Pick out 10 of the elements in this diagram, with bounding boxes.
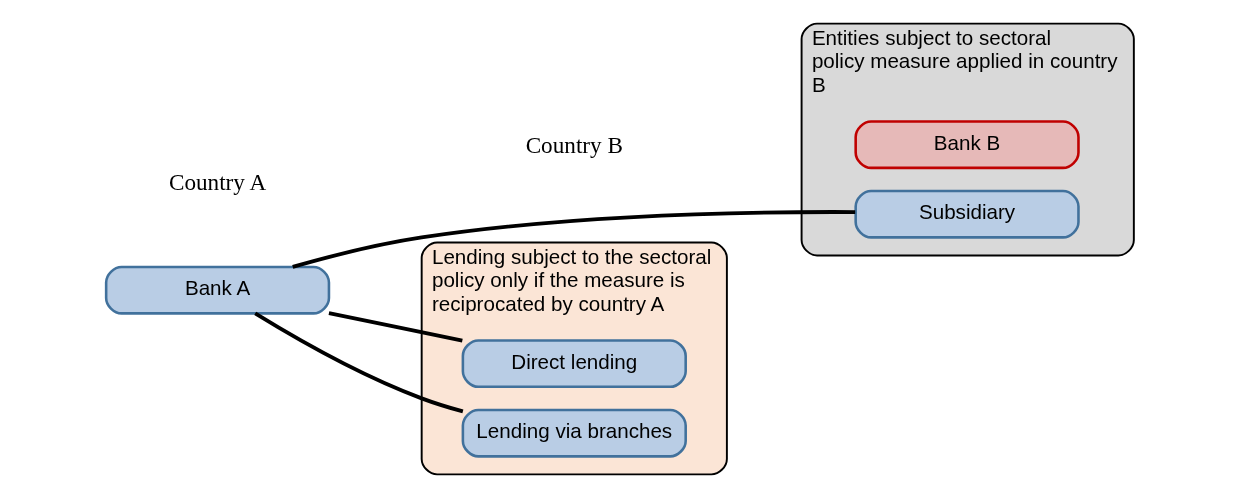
- connector: [328, 311, 463, 343]
- node-box: Lending via branches: [461, 408, 687, 458]
- connector: [254, 311, 464, 414]
- connector: [292, 210, 856, 269]
- node-box: Subsidiary: [854, 189, 1080, 239]
- node-box: Bank A: [104, 265, 331, 315]
- node-box: Direct lending: [461, 339, 687, 389]
- label: Country A: [168, 169, 267, 196]
- node-box: Bank B: [854, 120, 1080, 170]
- label: Country B: [525, 131, 623, 158]
